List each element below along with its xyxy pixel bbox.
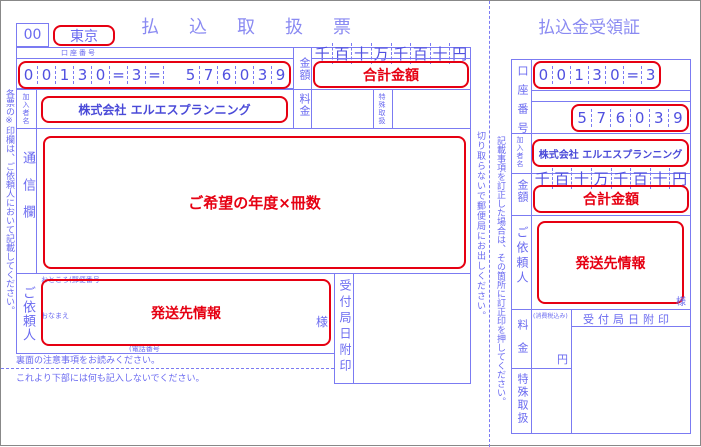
yen-label: 円 <box>557 353 568 366</box>
r-fee-label: 料金 <box>516 319 529 365</box>
account-digit: = <box>146 66 164 84</box>
r-amount-label: 金額 <box>516 179 529 203</box>
account-digit: 5 <box>182 66 200 84</box>
subscriber-field[interactable]: 株式会社 エルエスプランニング <box>41 96 288 123</box>
requester-label: ご依頼人 <box>20 286 35 342</box>
right-side-note: 記載事項を訂正した場合は、その箇所に訂正印を押してください。 <box>495 136 505 406</box>
r-stamp-label: 受付局日附印 <box>583 313 673 326</box>
message-placeholder: ご希望の年度×冊数 <box>188 194 321 212</box>
r-special-label: 特殊取扱 <box>516 373 529 425</box>
account-digit: 3 <box>74 66 92 84</box>
account-digit: = <box>624 66 643 84</box>
account-digit: = <box>110 66 128 84</box>
stamp-section <box>334 273 471 384</box>
right-title: 払込金受領証 <box>538 18 640 38</box>
fee-label: 料金 <box>298 93 311 117</box>
r-subscriber-value: 株式会社 エルエスプランニング <box>538 149 683 161</box>
subscriber-value: 株式会社 エルエスプランニング <box>78 103 251 117</box>
stamp-label: 受付局日附印 <box>338 279 352 375</box>
unit-header: 万 <box>592 168 612 189</box>
side-note: 各票の※印欄は、ご依頼人において記載してください。 <box>4 89 14 315</box>
r-amount-placeholder: 合計金額 <box>583 192 639 208</box>
account-digit: 3 <box>254 66 272 84</box>
unit-header: 千 <box>533 168 553 189</box>
left-title: 払 込 取 扱 票 <box>141 17 357 38</box>
account-digit: 0 <box>38 66 56 84</box>
account-digit: 1 <box>571 66 589 84</box>
message-label: 通信欄 <box>20 151 35 232</box>
code-box: 00 <box>16 23 49 47</box>
code: 00 <box>23 27 42 43</box>
account-digit: 0 <box>236 66 254 84</box>
note-no-write: これより下部には何も記入しないでください。 <box>16 374 205 384</box>
account-digit: 0 <box>606 66 625 84</box>
account-digit: 0 <box>631 109 650 127</box>
phone-label: (電話番号 <box>129 345 160 353</box>
unit-header: 円 <box>672 170 688 188</box>
cut-line <box>489 1 490 447</box>
r-amount-field[interactable]: 合計金額 <box>533 185 689 213</box>
amount-label: 金額 <box>298 57 311 81</box>
requester-field[interactable]: 発送先情報 <box>41 279 331 346</box>
account-digit: 0 <box>92 66 110 84</box>
account-digit: 6 <box>218 66 236 84</box>
amount-placeholder: 合計金額 <box>363 67 419 84</box>
account-digit: 0 <box>535 66 553 84</box>
unit-header: 百 <box>631 168 651 189</box>
office-field[interactable]: 東京 <box>53 25 115 46</box>
requester-placeholder: 発送先情報 <box>151 305 221 322</box>
note-back: 裏面の注意事項をお読みください。 <box>16 356 161 366</box>
account-digit: 0 <box>20 66 38 84</box>
account-digit: 5 <box>573 109 593 127</box>
account-digit: 1 <box>56 66 74 84</box>
account-digit: 3 <box>589 66 607 84</box>
account-digit: 9 <box>673 109 683 127</box>
receipt-frame <box>511 59 691 434</box>
r-requester-label: ご依頼人 <box>515 226 529 286</box>
amount-field[interactable]: 合計金額 <box>313 61 469 88</box>
account-digit: 3 <box>645 66 656 84</box>
r-requester-field[interactable]: 発送先情報 <box>537 221 684 304</box>
account-digit: 0 <box>553 66 571 84</box>
r-sama-label: 様 <box>676 297 686 308</box>
message-field[interactable]: ご希望の年度×冊数 <box>43 136 466 269</box>
account-digit: 7 <box>592 109 612 127</box>
name-label: おなまえ <box>41 312 69 320</box>
special-label: 特殊取扱 <box>378 93 386 125</box>
account-digit: 6 <box>611 109 631 127</box>
account-digit: 3 <box>128 66 146 84</box>
unit-header: 十 <box>651 168 671 189</box>
unit-header: 千 <box>612 168 632 189</box>
r-subscriber-label: 加入者名 <box>516 136 524 168</box>
sama-label: 様 <box>316 315 329 329</box>
account-digit: 9 <box>275 66 286 84</box>
r-account-label: 口座番号 <box>516 65 529 141</box>
r-requester-placeholder: 発送先情報 <box>575 255 646 272</box>
office-value: 東京 <box>70 28 98 45</box>
account-digit: 7 <box>200 66 218 84</box>
account-digit: 3 <box>650 109 669 127</box>
account-header: 口座番号 <box>61 49 97 57</box>
unit-header: 十 <box>572 168 592 189</box>
middle-note: 切り取らないで郵便局にお出しください。 <box>475 131 485 321</box>
tax-note: (消費税込み) <box>533 313 568 320</box>
r-subscriber-field[interactable]: 株式会社 エルエスプランニング <box>532 139 689 167</box>
subscriber-label: 加入者名 <box>22 93 30 125</box>
unit-header: 百 <box>553 168 573 189</box>
